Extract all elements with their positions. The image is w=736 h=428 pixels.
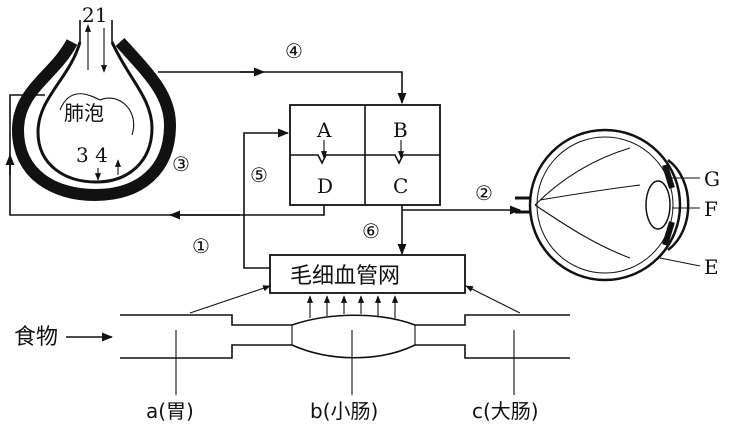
label-large-intestine: c(大肠)	[472, 399, 539, 423]
label-F: F	[704, 197, 718, 221]
route-5	[243, 128, 290, 269]
heart-chambers	[289, 104, 441, 206]
absorb-stomach-arrow	[189, 285, 271, 314]
label-D: D	[317, 174, 333, 198]
label-capillary: 毛细血管网	[290, 264, 400, 289]
label-small-intestine: b(小肠)	[310, 399, 378, 423]
label-21: 21	[82, 3, 107, 27]
route-4	[158, 71, 407, 105]
label-C: C	[393, 174, 408, 198]
label-B: B	[393, 118, 408, 142]
label-E: E	[704, 255, 719, 279]
label-food: 食物	[14, 325, 58, 350]
label-circle-2: ②	[475, 181, 493, 205]
label-34: 3 4	[76, 143, 108, 167]
label-circle-3: ③	[172, 152, 190, 176]
label-circle-5: ⑤	[250, 163, 268, 187]
label-alveolus: 肺泡	[64, 101, 104, 125]
label-circle-4: ④	[285, 39, 303, 63]
label-circle-6: ⑥	[362, 219, 380, 243]
alveolus-structure	[11, 20, 177, 202]
label-circle-1: ①	[192, 234, 210, 258]
route-1	[9, 94, 325, 216]
eye-structure	[515, 128, 690, 282]
absorb-large-intestine-arrow	[465, 285, 521, 314]
label-A: A	[316, 118, 332, 142]
digestive-tract	[120, 314, 570, 359]
capillary-box	[269, 254, 466, 294]
label-stomach: a(胃)	[146, 399, 194, 423]
label-G: G	[704, 167, 720, 191]
pointer-E	[659, 257, 701, 267]
